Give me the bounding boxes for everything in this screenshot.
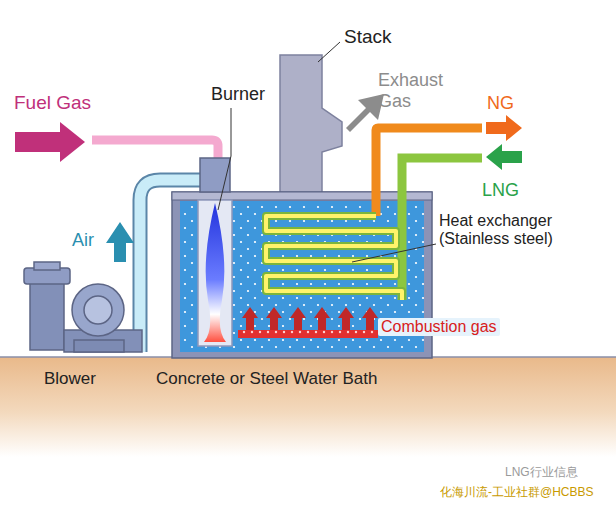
stream-label: LNG [482, 180, 519, 201]
ng-arrow [486, 115, 522, 141]
combustion-gas-arrow [242, 307, 258, 330]
flame [204, 203, 226, 342]
lng-arrow [486, 144, 522, 170]
leader-line [231, 108, 232, 156]
stack [280, 55, 342, 194]
heat-exchanger-coil [266, 216, 402, 300]
ground [0, 357, 616, 457]
combustion-gas-arrow [290, 307, 306, 330]
combustion-gas-arrow [266, 307, 282, 330]
leader-line [352, 244, 436, 262]
burner-tube [198, 200, 232, 346]
ng-pipe [376, 128, 482, 216]
stream-label: Exhaust Gas [378, 70, 458, 111]
gas-distributor [238, 330, 378, 338]
fuel-gas-arrow [15, 122, 85, 162]
stream-label: Air [72, 230, 94, 251]
part-label: Concrete or Steel Water Bath [156, 369, 377, 389]
combustion-gas-arrows [242, 307, 378, 330]
watermark: LNG行业信息 [505, 466, 578, 480]
part-label: Blower [44, 369, 96, 389]
part-label: Heat exchanger (Stainless steel) [439, 212, 611, 249]
leader-line [218, 156, 231, 210]
blower-symbol [24, 262, 142, 352]
part-label: Stack [344, 26, 392, 48]
stream-label: NG [487, 93, 514, 114]
combustion-gas-arrow [338, 307, 354, 330]
combustion-gas-arrow [362, 307, 378, 330]
fuel-gas-pipe [92, 140, 218, 160]
combustion-gas-arrow [314, 307, 330, 330]
air-arrow [106, 222, 134, 262]
part-label: Burner [211, 84, 265, 105]
leader-line [318, 42, 340, 62]
burner [200, 158, 230, 192]
stream-label: Combustion gas [378, 318, 500, 336]
stream-label: Fuel Gas [14, 92, 91, 114]
watermark: 化海川流-工业社群@HCBBS [440, 486, 594, 500]
